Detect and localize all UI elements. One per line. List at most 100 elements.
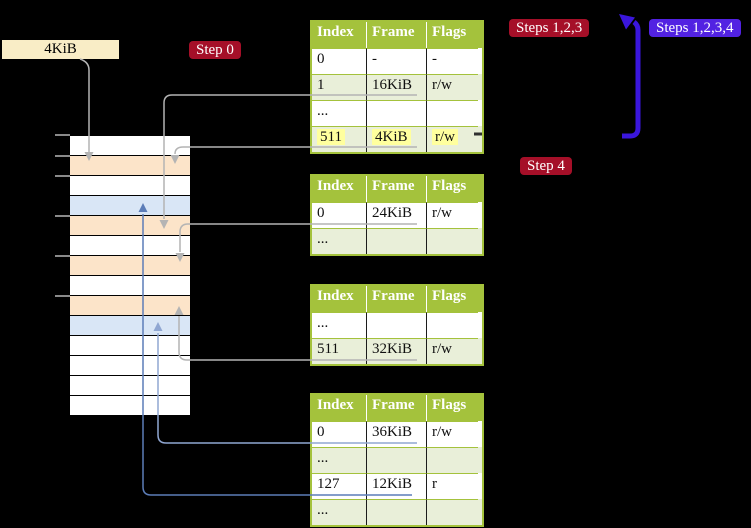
address-tick (55, 134, 70, 136)
memory-frame-row-white (70, 175, 190, 195)
memory-frame-row-white (70, 335, 190, 355)
table-cell: ... (312, 228, 367, 254)
table-cell (367, 499, 427, 525)
address-tick (55, 175, 70, 177)
table-cell: r (427, 473, 478, 499)
cell-value: 24KiB (372, 205, 413, 221)
column-header-flags: Flags (432, 288, 467, 304)
cell-value: - (432, 51, 437, 67)
cell-value: r/w (432, 205, 452, 221)
memory-frame-row-white (70, 275, 190, 295)
column-header-frame: Frame (367, 176, 427, 202)
cell-value: 12KiB (372, 476, 413, 492)
cell-value: 36KiB (372, 424, 413, 440)
cell-value: r (432, 476, 437, 492)
cell-value: 511 (317, 129, 345, 145)
memory-frame-row-peach (70, 255, 190, 275)
cell-value: r/w (432, 129, 458, 145)
table-cell (427, 312, 478, 338)
cell-value: r/w (432, 424, 452, 440)
column-header-frame: Frame (367, 395, 427, 421)
address-tick (55, 155, 70, 157)
table-cell (427, 447, 478, 473)
table-row: 1 16KiB r/w (312, 74, 482, 100)
memory-frame-row-blue (70, 315, 190, 335)
cell-value: r/w (432, 341, 452, 357)
column-header-index: Index (312, 176, 367, 202)
table-cell (367, 447, 427, 473)
table-row: ... (312, 228, 482, 254)
cell-value: 0 (317, 51, 325, 67)
table-cell: r/w (427, 74, 478, 100)
table-cell (367, 228, 427, 254)
cell-value: 16KiB (372, 77, 413, 93)
table-row: ... (312, 100, 482, 126)
table-row: 511 4KiB r/w (312, 126, 482, 152)
memory-frame-row-white (70, 375, 190, 395)
cell-value: ... (317, 231, 329, 247)
memory-frame-row-peach (70, 215, 190, 235)
memory-strip (70, 135, 190, 416)
step0-badge: Step 0 (189, 41, 241, 59)
column-header-index: Index (312, 286, 367, 312)
table-row: 0 36KiB r/w (312, 421, 482, 447)
cell-value: 4KiB (372, 129, 411, 145)
cell-value: - (372, 51, 377, 67)
memory-frame-row-white (70, 235, 190, 255)
table-cell: 32KiB (367, 338, 427, 364)
table-row: ... (312, 312, 482, 338)
table-cell: ... (312, 312, 367, 338)
cell-value: ... (317, 450, 329, 466)
address-tick (55, 215, 70, 217)
cell-value: r/w (432, 77, 452, 93)
table-cell: - (427, 48, 478, 74)
address-tick (55, 295, 70, 297)
column-header-index: Index (312, 395, 367, 421)
memory-frame-row-white (70, 135, 190, 155)
cell-value: 0 (317, 424, 325, 440)
cell-value: ... (317, 502, 329, 518)
column-header-frame: Frame (367, 286, 427, 312)
table-row: 511 32KiB r/w (312, 338, 482, 364)
table-row: 0 - - (312, 48, 482, 74)
table-cell: r/w (427, 126, 478, 152)
column-header-index: Index (312, 22, 367, 48)
cell-value: ... (317, 315, 329, 331)
table-row: ... (312, 447, 482, 473)
memory-frame-row-peach (70, 155, 190, 175)
frame-size-label: 4KiB (2, 40, 119, 59)
cell-value: 511 (317, 341, 339, 357)
table-cell: ... (312, 447, 367, 473)
translation-loop-arrow-arrowhead (619, 14, 635, 30)
cell-value: ... (317, 103, 329, 119)
table-cell: r/w (427, 338, 478, 364)
table-cell: 16KiB (367, 74, 427, 100)
table-cell: 511 (312, 338, 367, 364)
step4-badge: Step 4 (520, 157, 572, 175)
column-header-flags: Flags (432, 397, 467, 413)
table-cell: ... (312, 100, 367, 126)
column-header-flags: Flags (432, 178, 467, 194)
column-header-frame: Frame (367, 22, 427, 48)
memory-frame-row-peach (70, 295, 190, 315)
memory-frame-row-blue (70, 195, 190, 215)
column-header-flags: Flags (432, 24, 467, 40)
cell-value: 1 (317, 77, 325, 93)
table-cell: ... (312, 499, 367, 525)
table-cell: r/w (427, 202, 478, 228)
translation-loop-arrow (622, 20, 641, 139)
cell-value: 32KiB (372, 341, 413, 357)
table-cell (367, 312, 427, 338)
table-row: ... (312, 499, 482, 525)
